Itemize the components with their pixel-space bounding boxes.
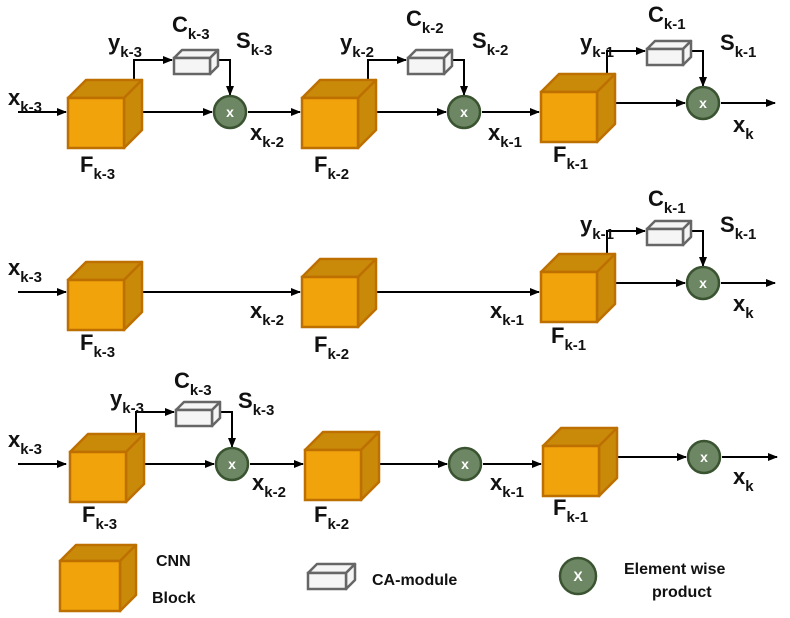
output-label-2-1: xk-1 <box>490 470 524 501</box>
y-label-0-2: yk-1 <box>580 30 614 61</box>
input-label-0: xk-3 <box>8 85 42 116</box>
input-label-1: xk-3 <box>8 255 42 286</box>
block-label-1-2: Fk-1 <box>551 323 586 354</box>
input-label-2: xk-3 <box>8 427 42 458</box>
legend-ca-icon <box>306 562 357 591</box>
cnn-block-1-2 <box>539 252 617 324</box>
cnn-block-2-0 <box>68 432 146 504</box>
y-label-0-1: yk-2 <box>340 30 374 61</box>
multiply-symbol: x <box>228 456 236 472</box>
multiply-symbol: x <box>699 95 707 111</box>
c-label-0-0: Ck-3 <box>172 12 210 43</box>
block-label-2-1: Fk-2 <box>314 502 349 533</box>
multiply-symbol: x <box>226 104 234 120</box>
cnn-block-1-1 <box>300 257 378 329</box>
multiply-node-2-1: x <box>447 446 483 482</box>
s-label-2-0: Sk-3 <box>238 388 274 419</box>
legend-multiply-label-line2: product <box>652 584 712 601</box>
legend-multiply-label-line1: Element wise <box>624 561 725 578</box>
multiply-symbol: x <box>699 275 707 291</box>
legend-cnn-icon <box>58 543 138 613</box>
s-label-0-0: Sk-3 <box>236 28 272 59</box>
y-label-0-0: yk-3 <box>108 30 142 61</box>
output-label-1-0: xk-2 <box>250 298 284 329</box>
output-label-2-2: xk <box>733 464 754 495</box>
block-label-1-0: Fk-3 <box>80 330 115 361</box>
shape-layer: x x x x x x x <box>66 39 722 504</box>
c-label-1-0: Ck-1 <box>648 186 686 217</box>
cnn-block-0-2 <box>539 72 617 144</box>
output-label-1-2: xk <box>733 291 754 322</box>
ca-module-1-0 <box>645 219 693 247</box>
multiply-node-0-0: x <box>212 94 248 130</box>
s-label-0-1: Sk-2 <box>472 28 508 59</box>
multiply-node-2-2: x <box>686 439 722 475</box>
c-label-0-2: Ck-1 <box>648 2 686 33</box>
multiply-node-2-0: x <box>214 446 250 482</box>
s-label-1-0: Sk-1 <box>720 212 756 243</box>
block-label-0-1: Fk-2 <box>314 152 349 183</box>
output-label-0-2: xk <box>733 112 754 143</box>
legend-cnn-label-line2: Block <box>152 590 196 607</box>
y-label-2-0: yk-3 <box>110 386 144 417</box>
cnn-block-1-0 <box>66 260 144 332</box>
multiply-node-1-0: x <box>685 265 721 301</box>
output-label-0-1: xk-1 <box>488 120 522 151</box>
ca-module-0-0 <box>172 48 220 76</box>
block-label-0-2: Fk-1 <box>553 142 588 173</box>
legend-ca-label: CA-module <box>372 572 457 589</box>
block-label-2-0: Fk-3 <box>82 502 117 533</box>
block-label-0-0: Fk-3 <box>80 152 115 183</box>
output-label-0-0: xk-2 <box>250 120 284 151</box>
block-label-1-1: Fk-2 <box>314 332 349 363</box>
legend: CNN Block CA-module X Element wise product <box>58 543 725 613</box>
c-label-2-0: Ck-3 <box>174 368 212 399</box>
cnn-block-0-1 <box>300 78 378 150</box>
c-label-0-1: Ck-2 <box>406 6 444 37</box>
multiply-symbol: x <box>460 104 468 120</box>
output-label-1-1: xk-1 <box>490 298 524 329</box>
cnn-block-2-1 <box>303 430 381 502</box>
cnn-block-2-2 <box>541 426 619 498</box>
multiply-node-0-2: x <box>685 85 721 121</box>
legend-multiply-icon: X <box>558 556 598 596</box>
legend-cnn-label-line1: CNN <box>156 553 191 570</box>
multiply-symbol: x <box>461 456 469 472</box>
s-label-0-2: Sk-1 <box>720 30 756 61</box>
ca-module-2-0 <box>174 400 222 428</box>
output-label-2-0: xk-2 <box>252 470 286 501</box>
multiply-node-0-1: x <box>446 94 482 130</box>
multiply-symbol: x <box>700 449 708 465</box>
block-label-2-2: Fk-1 <box>553 495 588 526</box>
multiply-symbol: X <box>573 568 583 584</box>
ca-module-0-2 <box>645 39 693 67</box>
y-label-1-0: yk-1 <box>580 212 614 243</box>
ca-module-0-1 <box>406 48 454 76</box>
cnn-block-0-0 <box>66 78 144 150</box>
